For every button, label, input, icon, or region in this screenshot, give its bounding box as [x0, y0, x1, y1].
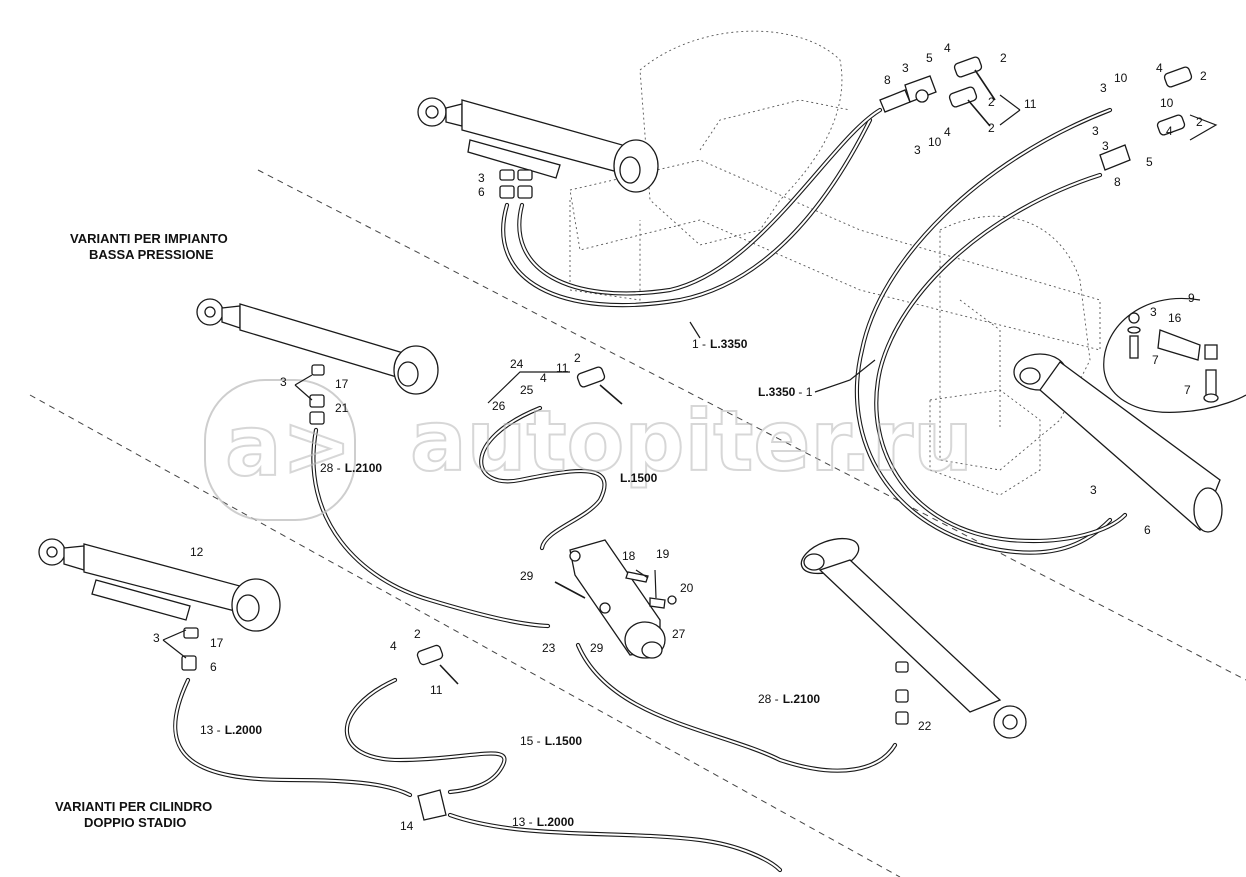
hoses: [173, 107, 1128, 873]
cylinder-double-stage: [38, 538, 281, 632]
cylinder-top: [417, 97, 659, 193]
callout: 17: [335, 377, 349, 391]
callout: 3: [1102, 139, 1109, 153]
callouts: 2 5 4 3 8 2 11 2 4 3 10 10 4 3 2 3 2 3 1…: [153, 41, 1207, 833]
leader-lines: [162, 94, 1218, 659]
heading-double-stage-2: DOPPIO STADIO: [84, 815, 186, 830]
hose-label-1b: L.3350- 1: [758, 385, 813, 399]
callout: 6: [210, 660, 217, 674]
callout: 16: [1168, 311, 1182, 325]
hose-labels: 1 -L.3350 L.3350- 1 28 -L.2100 L.1500 28…: [200, 337, 820, 829]
callout: 6: [1144, 523, 1151, 537]
hose-label-28a: 28 -L.2100: [320, 461, 382, 475]
callout: 9: [1188, 291, 1195, 305]
heading-low-pressure-1: VARIANTI PER IMPIANTO: [70, 231, 228, 246]
watermark-logo-a: a>: [225, 397, 352, 495]
cylinder-right-long: [800, 537, 1027, 739]
callout: 2: [1000, 51, 1007, 65]
callout: 20: [680, 581, 694, 595]
callout: 11: [430, 683, 443, 697]
valve-block: [554, 539, 677, 659]
callout: 3: [1092, 124, 1099, 138]
callout: 4: [390, 639, 397, 653]
callout: 18: [622, 549, 636, 563]
callout: 8: [884, 73, 891, 87]
cylinder-right-frame: [1013, 353, 1223, 533]
callout: 2: [1200, 69, 1207, 83]
callout: 5: [1146, 155, 1153, 169]
callout: 4: [1166, 124, 1173, 138]
callout: 4: [944, 125, 951, 139]
heading-low-pressure-2: BASSA PRESSIONE: [89, 247, 214, 262]
cylinder-low-pressure: [196, 298, 439, 395]
callout: 14: [400, 819, 414, 833]
callout: 5: [926, 51, 933, 65]
callout: 25: [520, 383, 534, 397]
callout: 29: [590, 641, 604, 655]
callout: 17: [210, 636, 224, 650]
hose-label-28b: 28 -L.2100: [758, 692, 820, 706]
callout: 2: [988, 121, 995, 135]
callout: 4: [1156, 61, 1163, 75]
callout: 19: [656, 547, 670, 561]
callout: 2: [414, 627, 421, 641]
callout: 6: [478, 185, 485, 199]
callout: 2: [574, 351, 581, 365]
fittings: [181, 56, 1193, 821]
detail-inset-9: [1103, 297, 1246, 413]
callout: 3: [280, 375, 287, 389]
callout: 10: [1160, 96, 1174, 110]
hose-label-1: 1 -L.3350: [692, 337, 748, 351]
callout: 27: [672, 627, 686, 641]
hose-label-13a: 13 -L.2000: [200, 723, 262, 737]
watermark: a> autopiter.ru: [204, 379, 974, 521]
callout: 11: [556, 361, 569, 375]
hose-label-13b: 13 -L.2000: [512, 815, 574, 829]
callout: 21: [335, 401, 349, 415]
callout: 11: [1024, 97, 1037, 111]
watermark-text: autopiter.ru: [410, 392, 973, 490]
hose-label-1500a: L.1500: [620, 471, 658, 485]
callout: 26: [492, 399, 506, 413]
callout: 3: [1090, 483, 1097, 497]
callout: 2: [1196, 115, 1203, 129]
callout: 2: [988, 95, 995, 109]
callout: 3: [1100, 81, 1107, 95]
callout: 22: [918, 719, 932, 733]
section-divider-lower: [29, 394, 901, 877]
section-divider-upper: [257, 169, 1246, 681]
callout: 3: [153, 631, 160, 645]
callout: 4: [944, 41, 951, 55]
callout: 3: [914, 143, 921, 157]
callout: 10: [928, 135, 942, 149]
callout: 29: [520, 569, 534, 583]
callout: 3: [1150, 305, 1157, 319]
callout: 12: [190, 545, 204, 559]
callout: 7: [1152, 353, 1159, 367]
hose-label-15: 15 -L.1500: [520, 734, 582, 748]
callout: 10: [1114, 71, 1128, 85]
callout: 8: [1114, 175, 1121, 189]
callout: 3: [478, 171, 485, 185]
callout: 23: [542, 641, 556, 655]
callout: 4: [540, 371, 547, 385]
callout: 7: [1184, 383, 1191, 397]
heading-double-stage-1: VARIANTI PER CILINDRO: [55, 799, 212, 814]
callout: 3: [902, 61, 909, 75]
callout: 24: [510, 357, 524, 371]
